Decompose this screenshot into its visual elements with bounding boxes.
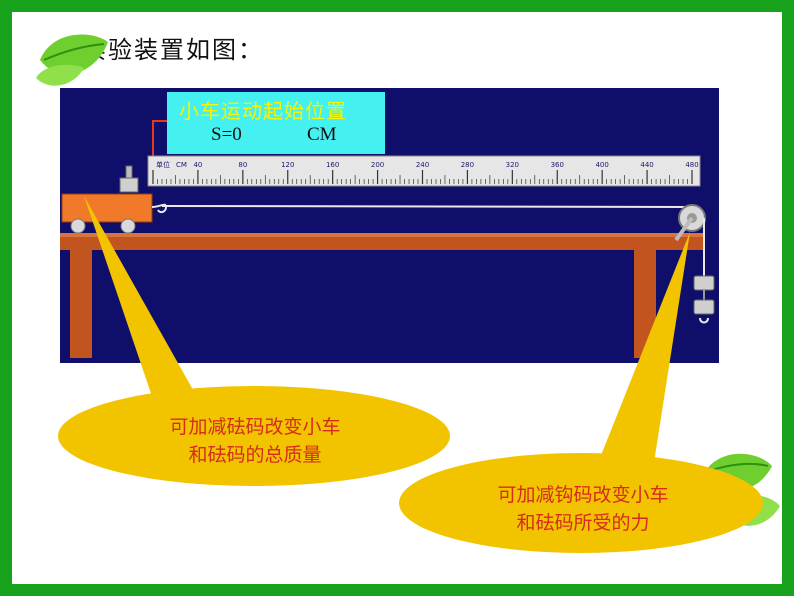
callout-right-line2: 和砝码所受的力	[516, 512, 650, 534]
hook-icon	[151, 203, 168, 214]
ruler-labels: 40 80 120 160 200 240 280 320 360 400 440 480	[193, 161, 698, 169]
start-position-title: 小车运动起始位置	[179, 99, 347, 123]
ruler-tick-label: 480	[685, 161, 698, 169]
start-position-value: S=0	[211, 124, 242, 145]
ruler-tick-label: 40	[193, 161, 202, 169]
weight-icon	[119, 165, 139, 193]
weight-icon	[693, 275, 715, 324]
start-position-unit: CM	[307, 124, 337, 145]
ruler-tick-label: 320	[506, 161, 519, 169]
pulley-icon	[674, 204, 706, 242]
ruler-tick-label: 440	[640, 161, 653, 169]
ruler-tick-label: 360	[551, 161, 564, 169]
ruler-unit: CM	[176, 161, 187, 169]
callout-bubble-left	[58, 196, 450, 486]
callout-left-line1: 可加减砝码改变小车	[169, 416, 341, 438]
table	[60, 233, 703, 358]
callout-left-text: 可加减砝码改变小车 和砝码的总质量	[140, 413, 370, 469]
ruler-tick-label: 240	[416, 161, 429, 169]
start-position-box: 小车运动起始位置 S=0 CM	[167, 92, 385, 154]
start-marker	[152, 120, 167, 160]
ruler-tick-label: 400	[595, 161, 608, 169]
ruler-tick-label: 120	[281, 161, 294, 169]
callout-right-text: 可加减钩码改变小车 和砝码所受的力	[468, 481, 698, 537]
string	[161, 205, 689, 208]
ruler-tick-label: 160	[326, 161, 339, 169]
page-title: 实验装置如图：	[82, 36, 264, 64]
ruler: 40 80 120 160 200 240 280 320 360 400 440 480 单位 CM	[147, 155, 701, 187]
ruler-tick-label: 80	[238, 161, 247, 169]
ruler-unit-label: 单位	[156, 160, 170, 169]
ruler-tick-label: 200	[371, 161, 384, 169]
callout-right-line1: 可加减钩码改变小车	[497, 484, 669, 506]
ruler-tick-label: 280	[461, 161, 474, 169]
leaf-icon	[36, 34, 108, 86]
cart	[61, 165, 168, 234]
callout-left-line2: 和砝码的总质量	[188, 444, 322, 466]
callout-bubble-right	[399, 232, 763, 553]
ruler-ticks	[152, 170, 693, 184]
